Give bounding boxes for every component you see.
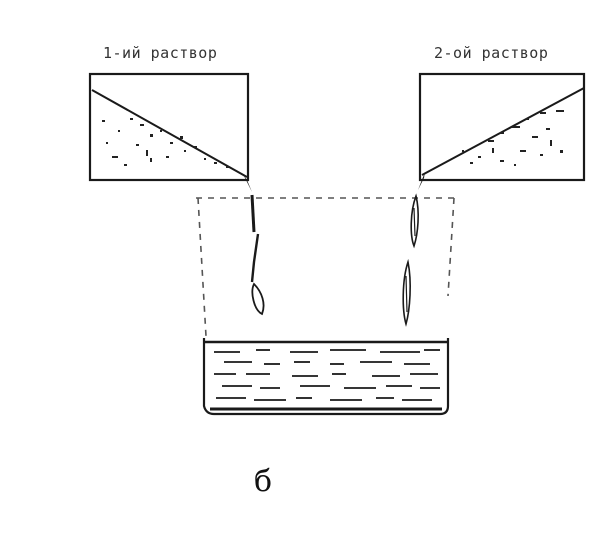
right-stream (402, 193, 419, 327)
figure-caption: б (254, 464, 272, 499)
right-container (418, 72, 586, 190)
mixing-space-outline (196, 197, 458, 337)
receiving-beaker (202, 338, 450, 416)
beaker-liquid (214, 349, 440, 401)
right-container-label: 2-ой раствор (434, 44, 548, 62)
left-stream (250, 194, 265, 316)
left-container-label: 1-ий раствор (103, 44, 217, 62)
left-container (88, 72, 252, 192)
